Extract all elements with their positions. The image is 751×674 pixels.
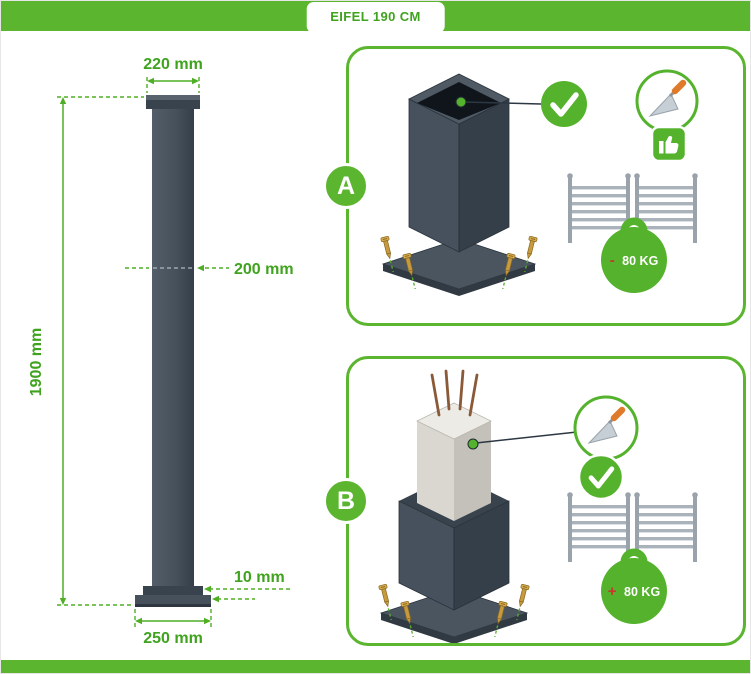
post-dimension-diagram: 220 mm 1900 mm 200 mm 10 mm — [28, 56, 294, 647]
dim-label-height: 1900 mm — [28, 328, 45, 397]
dimension-profile-width: 200 mm — [125, 261, 294, 278]
hollow-post-illustration — [408, 73, 510, 253]
option-a-illustration: - 80 KG — [379, 69, 699, 296]
callout-line — [462, 101, 542, 105]
option-b-illustration: + 80 KG — [377, 369, 743, 643]
footer-bar — [1, 660, 750, 673]
kettlebell-weight-icon: + 80 KG — [601, 548, 667, 624]
callout-line — [475, 431, 578, 444]
option-a-panel: A — [323, 46, 746, 326]
option-a-label: A — [323, 163, 369, 209]
callout-dot — [467, 438, 479, 450]
thumbs-up-icon — [650, 125, 688, 163]
dimension-base-width: 250 mm — [134, 609, 212, 647]
check-icon — [577, 453, 625, 501]
check-icon — [541, 81, 587, 127]
kettlebell-weight-icon: - 80 KG — [601, 217, 667, 293]
trowel-icon — [573, 395, 639, 461]
trowel-icon — [635, 69, 699, 133]
rebar-rods — [430, 369, 479, 417]
option-b-label: B — [323, 478, 369, 524]
weight-sign: + — [608, 583, 617, 600]
weight-value: 80 KG — [622, 254, 658, 268]
weight-badge: + 80 KG — [608, 583, 660, 600]
dim-label-profile-width: 200 mm — [234, 261, 294, 278]
dim-label-top-width: 220 mm — [143, 56, 203, 73]
dim-label-base-thickness: 10 mm — [234, 569, 285, 586]
title-pill: EIFEL 190 CM — [306, 2, 445, 33]
callout-dot — [455, 96, 467, 108]
option-b-panel: B — [323, 356, 746, 646]
page-title: EIFEL 190 CM — [330, 9, 421, 24]
weight-sign: - — [610, 252, 615, 269]
weight-badge: - 80 KG — [610, 252, 659, 269]
dimension-top-width: 220 mm — [143, 56, 203, 93]
dim-label-base-width: 250 mm — [143, 630, 203, 647]
dimension-height: 1900 mm — [28, 96, 144, 606]
concrete-filled-post-illustration — [398, 369, 510, 611]
post-illustration — [135, 95, 211, 607]
header-bar: EIFEL 190 CM — [1, 1, 750, 33]
weight-value: 80 KG — [624, 585, 660, 599]
dimension-base-thickness: 10 mm — [204, 569, 293, 603]
